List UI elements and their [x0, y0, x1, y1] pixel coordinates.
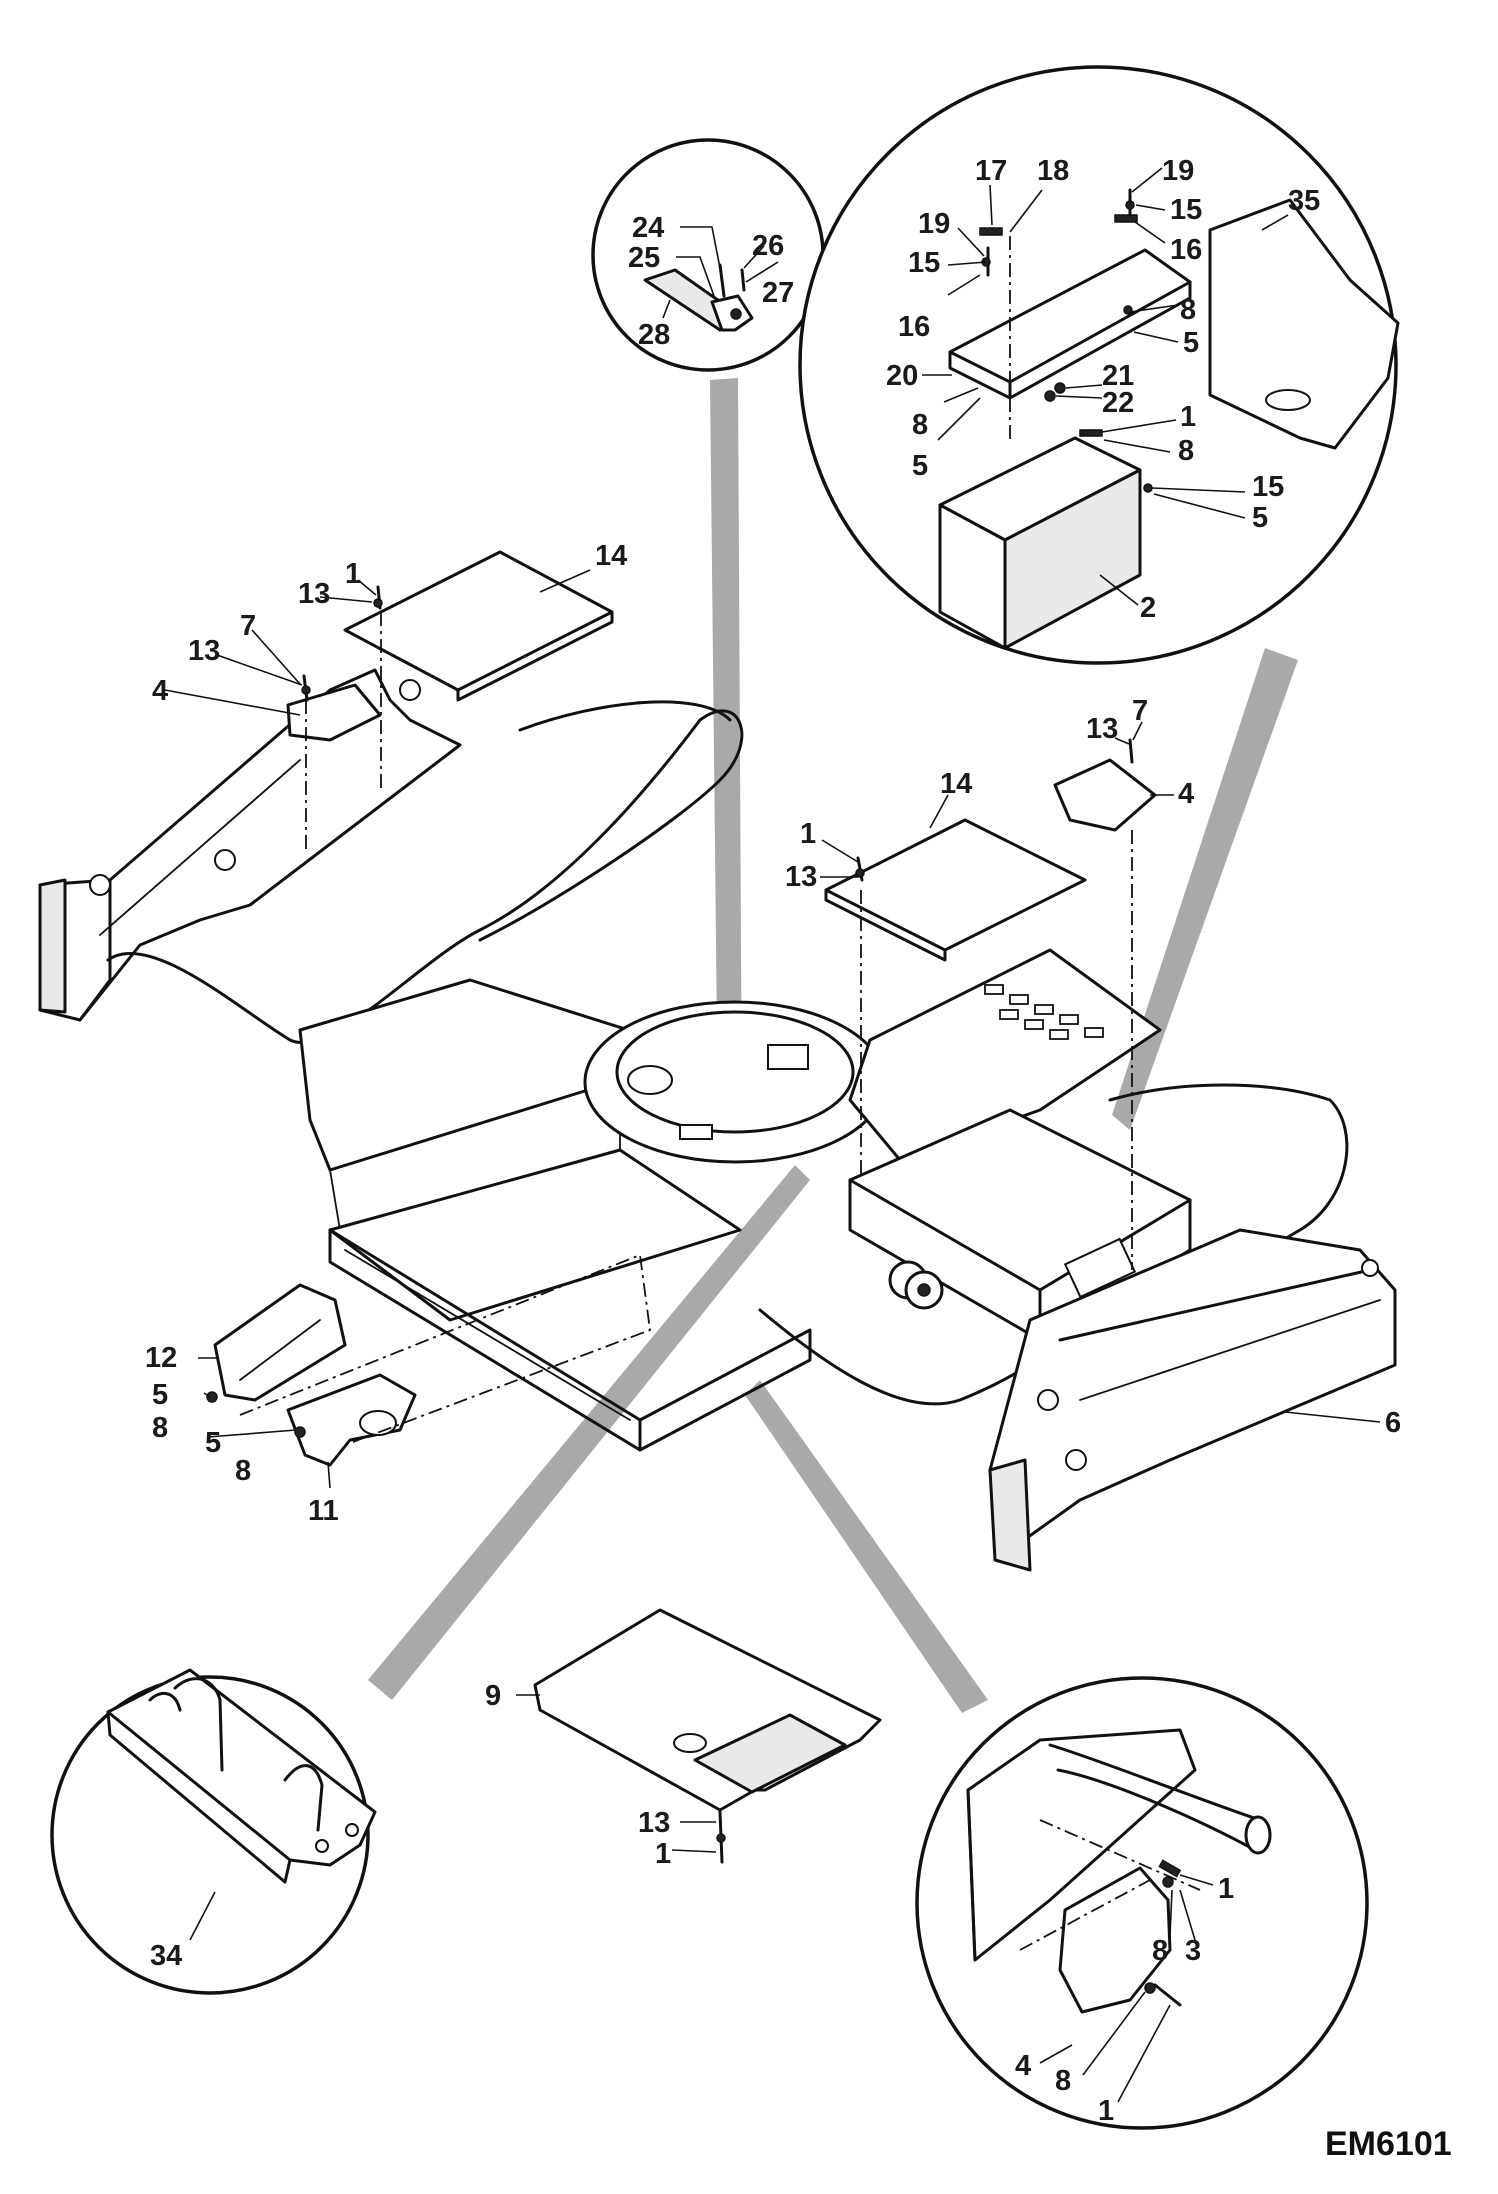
deck-slots	[984, 984, 1104, 1040]
callout-battery-16-right: 16	[1170, 234, 1202, 266]
callout-frame-1-floor: 1	[655, 1838, 671, 1870]
callout-cover-8-lower: 8	[1055, 2065, 1071, 2097]
callout-battery-20: 20	[886, 360, 918, 392]
callout-frame-14-right: 14	[940, 768, 972, 800]
callout-cover-8-upper: 8	[1152, 1935, 1168, 1967]
callout-battery-8-left: 8	[912, 409, 928, 441]
callout-battery-5-lower: 5	[1252, 502, 1268, 534]
floor-mesh	[693, 1713, 847, 1794]
callout-battery-8-right: 8	[1180, 294, 1196, 326]
callout-battery-22: 22	[1102, 387, 1134, 419]
top-cover-plate-left	[343, 550, 614, 692]
callout-frame-1-left: 1	[345, 558, 361, 590]
battery-cover	[1208, 198, 1400, 450]
callout-guard-34: 34	[150, 1940, 182, 1972]
callout-frame-11: 11	[308, 1495, 339, 1527]
callout-pin-28: 28	[638, 319, 670, 351]
callout-battery-15-left: 15	[908, 247, 940, 279]
pin-assembly	[643, 263, 754, 332]
floor-plate	[533, 1608, 882, 1812]
callout-battery-15-right: 15	[1170, 194, 1202, 226]
callout-cover-1-lower: 1	[1098, 2095, 1114, 2127]
callout-battery-21: 21	[1102, 360, 1134, 392]
callout-frame-6: 6	[1385, 1407, 1401, 1439]
callout-pin-25: 25	[628, 242, 660, 274]
callout-battery-19-right: 19	[1162, 155, 1194, 187]
callout-frame-14-left: 14	[595, 540, 627, 572]
callout-battery-35: 35	[1288, 185, 1320, 217]
callout-frame-13-right: 13	[1086, 713, 1118, 745]
leader-lines	[164, 167, 1381, 2103]
callout-battery-17: 17	[975, 155, 1007, 187]
callout-frame-5-lower: 5	[205, 1427, 221, 1459]
callout-pin-26: 26	[752, 230, 784, 262]
bracket-12	[213, 1283, 347, 1402]
detail-battery	[798, 65, 1400, 665]
callout-frame-12: 12	[145, 1342, 177, 1374]
detail-connector-beams	[368, 378, 1298, 1713]
loose-parts	[206, 550, 1157, 1864]
access-cover-plate	[1058, 1866, 1172, 2014]
callout-battery-16-left: 16	[898, 311, 930, 343]
callout-frame-4-left: 4	[152, 675, 168, 707]
callout-battery-15-lower: 15	[1252, 471, 1284, 503]
callout-frame-4-right: 4	[1178, 778, 1194, 810]
callout-cover-1-upper: 1	[1218, 1873, 1234, 1905]
callout-frame-13-left-mid: 13	[188, 635, 220, 667]
callout-cover-4: 4	[1015, 2050, 1031, 2082]
callout-battery-5-left: 5	[912, 450, 928, 482]
detail-cover	[915, 1676, 1369, 2130]
callout-battery-5-right: 5	[1183, 327, 1199, 359]
callout-labels: 14 1 13 13 7 4 13 7 4 14 1 13 6 12 5 8 5…	[145, 155, 1401, 2127]
callout-pin-27: 27	[762, 277, 794, 309]
figure-id: EM6101	[1325, 2125, 1452, 2163]
oval-cover-plate-right	[1053, 758, 1157, 832]
callout-battery-19-left: 19	[918, 208, 950, 240]
callout-battery-2: 2	[1140, 592, 1156, 624]
callout-frame-1-right: 1	[800, 818, 816, 850]
callout-frame-13-right-plate: 13	[785, 861, 817, 893]
callout-frame-8-lower: 8	[235, 1455, 251, 1487]
detail-pin	[591, 138, 825, 372]
callout-frame-7-left: 7	[240, 610, 256, 642]
callout-pin-24: 24	[632, 212, 664, 244]
callout-frame-9: 9	[485, 1680, 501, 1712]
upper-frame-assembly	[38, 668, 1397, 1572]
callout-frame-13-left-top: 13	[298, 578, 330, 610]
oval-cover-plate-left	[286, 683, 382, 742]
callout-frame-5-upper: 5	[152, 1379, 168, 1411]
callout-frame-8-upper: 8	[152, 1412, 168, 1444]
callout-cover-3: 3	[1185, 1935, 1201, 1967]
callout-battery-1: 1	[1180, 401, 1196, 433]
top-cover-plate-right	[824, 818, 1087, 952]
callout-frame-13-floor: 13	[638, 1807, 670, 1839]
callout-battery-8-mid: 8	[1178, 435, 1194, 467]
detail-guard	[50, 1668, 377, 1995]
callout-battery-18: 18	[1037, 155, 1069, 187]
callout-frame-7-right: 7	[1132, 695, 1148, 727]
